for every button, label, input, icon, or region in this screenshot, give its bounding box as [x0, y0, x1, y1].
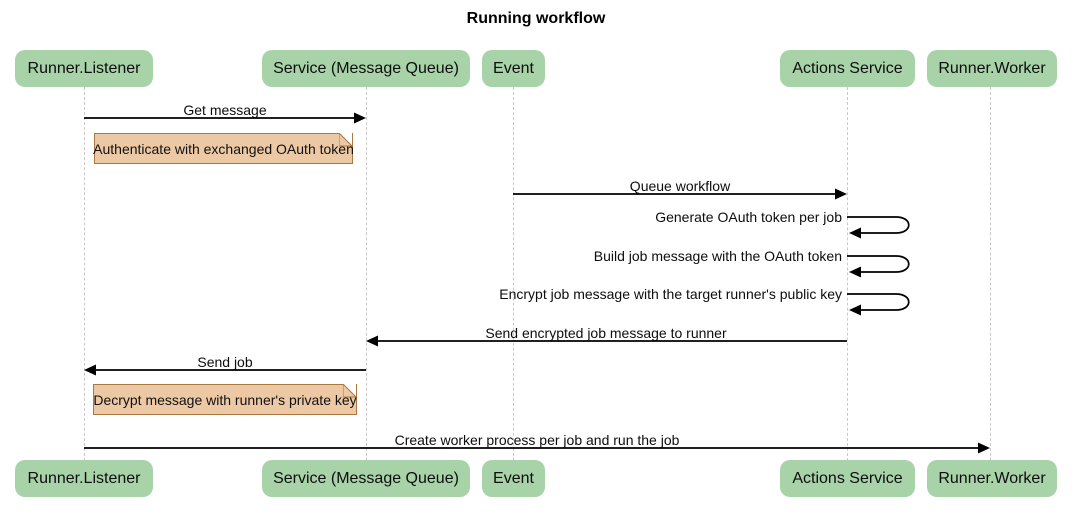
- message-label-queue-workflow: Queue workflow: [629, 178, 731, 194]
- actor-bottom-runner-listener: Runner.Listener: [15, 460, 153, 497]
- diagram-title: Running workflow: [466, 10, 606, 27]
- actor-top-service-message-queue: Service (Message Queue): [262, 50, 470, 87]
- note-authenticate-oauth-text: Authenticate with exchanged OAuth token: [93, 140, 354, 157]
- actor-top-actions-service: Actions Service: [780, 50, 915, 87]
- note-fold-icon: [339, 133, 353, 147]
- arrowhead-send-job: [84, 364, 96, 376]
- actor-bottom-actions-service: Actions Service: [780, 460, 915, 497]
- message-label-send-job: Send job: [197, 354, 253, 370]
- message-label-send-encrypted-job-message: Send encrypted job message to runner: [485, 325, 727, 341]
- arrowhead-queue-workflow: [835, 188, 847, 200]
- note-fold-icon: [343, 384, 357, 398]
- lifeline-service-message-queue: [366, 87, 367, 461]
- note-decrypt-private-key: Decrypt message with runner's private ke…: [93, 384, 357, 415]
- actor-top-event: Event: [482, 50, 545, 87]
- message-label-get-message: Get message: [183, 102, 267, 118]
- lifeline-event: [513, 87, 514, 461]
- arrowhead-send-encrypted-job-message: [366, 335, 378, 347]
- actor-bottom-event: Event: [482, 460, 545, 497]
- actor-top-runner-worker: Runner.Worker: [927, 50, 1057, 87]
- arrowhead-create-worker-process: [978, 442, 990, 454]
- note-authenticate-oauth: Authenticate with exchanged OAuth token: [93, 133, 354, 164]
- message-label-encrypt-job-message: Encrypt job message with the target runn…: [499, 286, 842, 302]
- selfloop-encrypt-job-message: [847, 293, 910, 311]
- selfloop-generate-oauth-token: [847, 216, 910, 234]
- lifeline-runner-worker: [990, 87, 991, 461]
- actor-top-runner-listener: Runner.Listener: [15, 50, 153, 87]
- arrowhead-build-job-message: [849, 266, 861, 278]
- message-label-generate-oauth-token: Generate OAuth token per job: [655, 209, 842, 225]
- actor-bottom-runner-worker: Runner.Worker: [927, 460, 1057, 497]
- arrowhead-generate-oauth-token: [849, 227, 861, 239]
- lifeline-runner-listener: [84, 87, 85, 461]
- message-label-create-worker-process: Create worker process per job and run th…: [394, 432, 680, 448]
- arrowhead-get-message: [354, 112, 366, 124]
- actor-bottom-service-message-queue: Service (Message Queue): [262, 460, 470, 497]
- arrowhead-encrypt-job-message: [849, 304, 861, 316]
- selfloop-build-job-message: [847, 255, 910, 273]
- lifeline-actions-service: [847, 87, 848, 461]
- note-decrypt-private-key-text: Decrypt message with runner's private ke…: [93, 391, 357, 408]
- message-label-build-job-message: Build job message with the OAuth token: [593, 248, 842, 264]
